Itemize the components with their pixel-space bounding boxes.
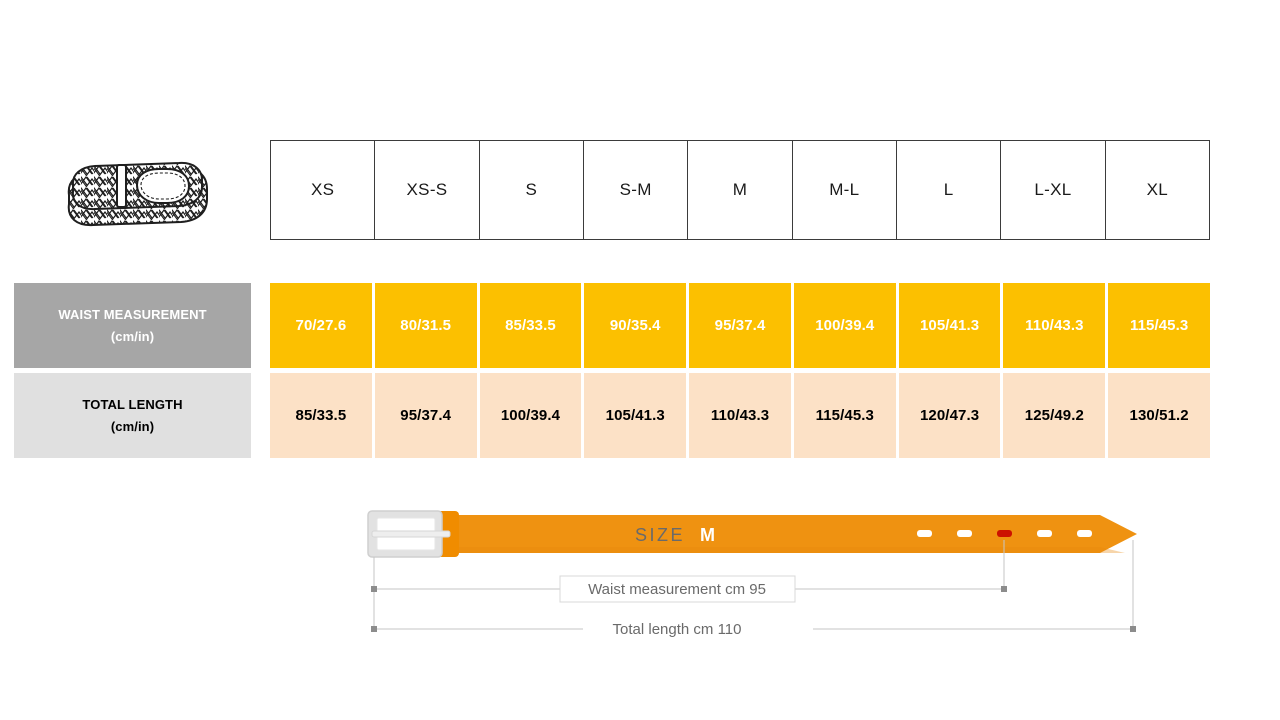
belt-diagram: SIZE M Waist measurement cm 95 Total len…	[355, 500, 1155, 650]
size-header-cell: M	[687, 140, 793, 240]
belt-hole-active	[997, 530, 1012, 537]
size-header-table: XS XS-S S S-M M M-L L L-XL XL	[269, 140, 1211, 240]
size-header-cell: XS-S	[374, 140, 480, 240]
belt-hole	[1037, 530, 1052, 537]
waist-label-text: WAIST MEASUREMENT	[58, 307, 207, 323]
waist-cell: 85/33.5	[479, 283, 582, 368]
belt-buckle-prong	[371, 530, 451, 538]
waist-cell: 100/39.4	[793, 283, 896, 368]
belt-size-value: M	[700, 525, 715, 545]
size-header-cell: XS	[269, 140, 376, 240]
waist-dimension-text: Waist measurement cm 95	[588, 581, 766, 598]
total-length-cell: 85/33.5	[270, 373, 372, 458]
belt-hole	[957, 530, 972, 537]
total-length-cell: 130/51.2	[1108, 373, 1211, 458]
total-length-label-text: TOTAL LENGTH	[82, 397, 183, 413]
size-header-cell: S-M	[582, 140, 689, 240]
waist-measurement-row: WAIST MEASUREMENT (cm/in) 70/27.6 80/31.…	[14, 283, 1211, 368]
product-belt-illustration	[55, 143, 215, 243]
total-length-cell: 100/39.4	[479, 373, 582, 458]
waist-row-label: WAIST MEASUREMENT (cm/in)	[14, 283, 251, 368]
belt-strap	[443, 515, 1137, 553]
total-length-cell: 115/45.3	[793, 373, 896, 458]
total-length-label-unit: (cm/in)	[110, 418, 155, 434]
total-length-cell: 110/43.3	[689, 373, 791, 458]
waist-cell: 80/31.5	[374, 283, 477, 368]
waist-cell: 110/43.3	[1003, 283, 1106, 368]
waist-cell: 70/27.6	[270, 283, 372, 368]
waist-cell: 95/37.4	[689, 283, 791, 368]
total-length-cell: 120/47.3	[898, 373, 1001, 458]
waist-label-unit: (cm/in)	[110, 328, 155, 344]
size-header-cell: XL	[1104, 140, 1211, 240]
size-header-cell: M-L	[791, 140, 897, 240]
size-header-cell: L-XL	[1000, 140, 1106, 240]
size-header-cell: S	[478, 140, 584, 240]
total-length-cell: 105/41.3	[584, 373, 687, 458]
belt-hole	[917, 530, 932, 537]
waist-dimension-box	[559, 575, 796, 603]
waist-cell: 105/41.3	[898, 283, 1001, 368]
size-header-row: XS XS-S S S-M M M-L L L-XL XL	[269, 140, 1211, 240]
total-length-cell: 125/49.2	[1003, 373, 1106, 458]
total-length-cell: 95/37.4	[374, 373, 477, 458]
total-length-dimension-text: Total length cm 110	[613, 621, 742, 638]
measurement-grid: WAIST MEASUREMENT (cm/in) 70/27.6 80/31.…	[14, 283, 1211, 458]
belt-size-prefix: SIZE	[635, 525, 685, 545]
total-length-row-label: TOTAL LENGTH (cm/in)	[14, 373, 251, 458]
waist-cell: 90/35.4	[584, 283, 687, 368]
waist-values: 70/27.6 80/31.5 85/33.5 90/35.4 95/37.4 …	[270, 283, 1211, 368]
waist-cell: 115/45.3	[1108, 283, 1211, 368]
belt-hole	[1077, 530, 1092, 537]
total-length-values: 85/33.5 95/37.4 100/39.4 105/41.3 110/43…	[270, 373, 1211, 458]
total-length-row: TOTAL LENGTH (cm/in) 85/33.5 95/37.4 100…	[14, 373, 1211, 458]
size-header-cell: L	[895, 140, 1002, 240]
